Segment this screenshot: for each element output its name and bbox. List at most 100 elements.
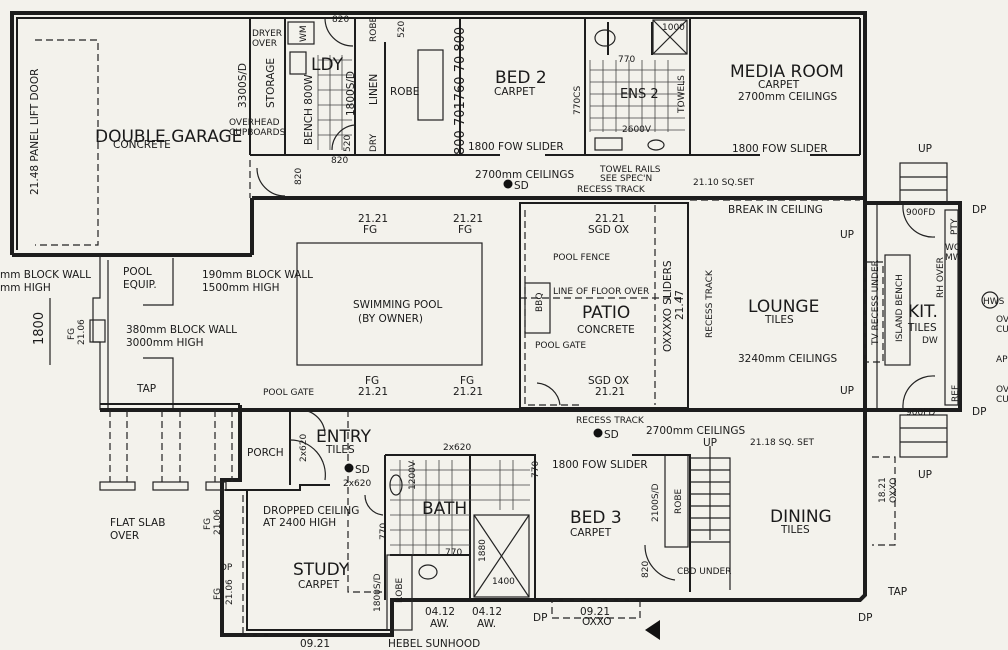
panel-door-label: 21.48 PANEL LIFT DOOR <box>29 69 41 195</box>
sgd-1b: SGD OX <box>588 224 629 236</box>
dp-5: DP <box>858 612 872 624</box>
wm-label: WM <box>299 25 309 42</box>
sliders-21-47: 21.47 <box>674 290 686 320</box>
window-09-21: 09.21 <box>580 606 610 618</box>
break-ceiling-label: BREAK IN CEILING <box>728 204 823 216</box>
up-3: UP <box>840 385 854 397</box>
door-820-b: 820 <box>331 156 348 166</box>
block-wall-2: 190mm BLOCK WALL <box>202 269 313 281</box>
room-pool: SWIMMING POOL <box>353 299 443 311</box>
ref-label: REF <box>951 385 961 402</box>
study-floor: CARPET <box>298 579 340 591</box>
sgd-1: 21.21 <box>595 213 625 225</box>
recess-track-3: RECESS TRACK <box>576 416 645 426</box>
window-oxxo: OXXO <box>889 478 899 503</box>
dp-3: DP <box>220 563 233 573</box>
up-2: UP <box>840 229 854 241</box>
robe-small-label: ROBE <box>369 16 379 42</box>
floor-over-label: LINE OF FLOOR OVER <box>553 287 649 297</box>
room-laundry: LDY <box>311 55 344 75</box>
fg-3: FG <box>365 375 379 387</box>
fg-wall-1b: 21.06 <box>77 319 87 345</box>
ceilings-2: 2700mm CEILINGS <box>646 425 746 437</box>
smoke-detector-icon <box>503 179 513 189</box>
fd-2: 900FD <box>906 408 935 418</box>
ov-1: OV <box>996 315 1008 325</box>
up-4: UP <box>918 469 932 481</box>
fg-study-1: FG <box>203 518 213 530</box>
room-labels: DOUBLE GARAGE CONCRETE LDY ROBE BED 2 CA… <box>95 55 938 591</box>
internal-stair <box>690 446 731 590</box>
door-2x620-c: 2x620 <box>343 479 372 489</box>
smoke-detector-icon <box>344 463 354 473</box>
bbq-label: BBQ <box>535 293 545 312</box>
sq-set-2: 21.18 SQ. SET <box>750 438 815 448</box>
dp-4: DP <box>533 612 547 624</box>
room-bath: BATH <box>422 499 467 519</box>
robe-3-label: ROBE <box>674 488 684 514</box>
dryer-label: DRYER <box>252 29 282 39</box>
cu-1: CU <box>996 325 1008 335</box>
overhead-label-2: CUPBOARDS <box>229 128 286 138</box>
bench-label: BENCH 800W <box>303 74 315 145</box>
slider-label-2: 1800 FOW SLIDER <box>732 143 828 155</box>
up-1: UP <box>918 143 932 155</box>
lounge-floor: TILES <box>764 314 794 326</box>
dim-1800: 1800 <box>32 312 47 345</box>
cbd-under: CBD UNDER <box>677 567 731 577</box>
window-18-21: 18.21 <box>878 477 888 503</box>
door-820-c: 820 <box>294 168 304 185</box>
robe-4-label: ROBE <box>395 577 405 603</box>
aw-2b: AW. <box>477 618 496 630</box>
slider-label-1: 1800 FOW SLIDER <box>468 141 564 153</box>
lounge-ceiling: 3240mm CEILINGS <box>738 353 838 365</box>
bed2-floor: CARPET <box>494 86 536 98</box>
sliding-door-3300: 3300S/D <box>237 63 249 108</box>
sliding-door-1800: 1800S/D <box>345 71 357 116</box>
bath-1400: 1400 <box>492 577 515 587</box>
window-oxxo-2: OXXO <box>582 616 612 628</box>
hebel-sunhood: HEBEL SUNHOOD <box>388 638 480 650</box>
dp-1: DP <box>972 204 986 216</box>
pool-fence-label: POOL FENCE <box>553 253 610 263</box>
fg-4: FG <box>460 375 474 387</box>
entry-floor: TILES <box>325 444 355 456</box>
overhead-label: OVERHEAD <box>229 118 280 128</box>
aw-1b: AW. <box>430 618 449 630</box>
hall-ceilings: 2700mm CEILINGS <box>475 169 575 181</box>
flat-slab-2: OVER <box>110 530 139 542</box>
dryer-label-2: OVER <box>252 39 277 49</box>
door-820-d: 820 <box>641 561 651 578</box>
fg-1: 21.21 <box>358 213 388 225</box>
room-entry: ENTRY <box>316 427 372 447</box>
room-robe-bed2: ROBE <box>390 86 419 98</box>
door-770-c: 770 <box>445 548 462 558</box>
room-porch: PORCH <box>247 447 284 459</box>
sq-set-1: 21.10 SQ.SET <box>693 178 755 188</box>
wo-label: WO <box>945 243 961 253</box>
block-wall-3: 380mm BLOCK WALL <box>126 324 237 336</box>
room-bed2: BED 2 <box>495 68 547 88</box>
tile-grid <box>317 55 685 150</box>
cavity-slider-770: 770CS <box>573 86 583 115</box>
smoke-detector-icon <box>593 428 603 438</box>
sd-label-1: SD <box>514 180 529 192</box>
block-wall-3b: 3000mm HIGH <box>126 337 204 349</box>
north-marker <box>645 620 660 640</box>
dw-label: DW <box>922 336 938 346</box>
walls <box>10 11 999 640</box>
media-ceiling: 2700mm CEILINGS <box>738 91 838 103</box>
aw-2: 04.12 <box>472 606 502 618</box>
sgd-2b: 21.21 <box>595 386 625 398</box>
door-520-a: 520 <box>397 21 407 38</box>
sgd-2: SGD OX <box>588 375 629 387</box>
towel-rails-label: TOWEL RAILS <box>599 165 661 175</box>
patio-floor: CONCRETE <box>577 324 635 336</box>
fg-study-2: FG <box>213 588 223 600</box>
sd-label-2: SD <box>604 429 619 441</box>
fg-3b: 21.21 <box>358 386 388 398</box>
door-2x620-b: 2x620 <box>443 443 472 453</box>
external-steps <box>899 162 948 458</box>
room-dining: DINING <box>770 507 832 527</box>
